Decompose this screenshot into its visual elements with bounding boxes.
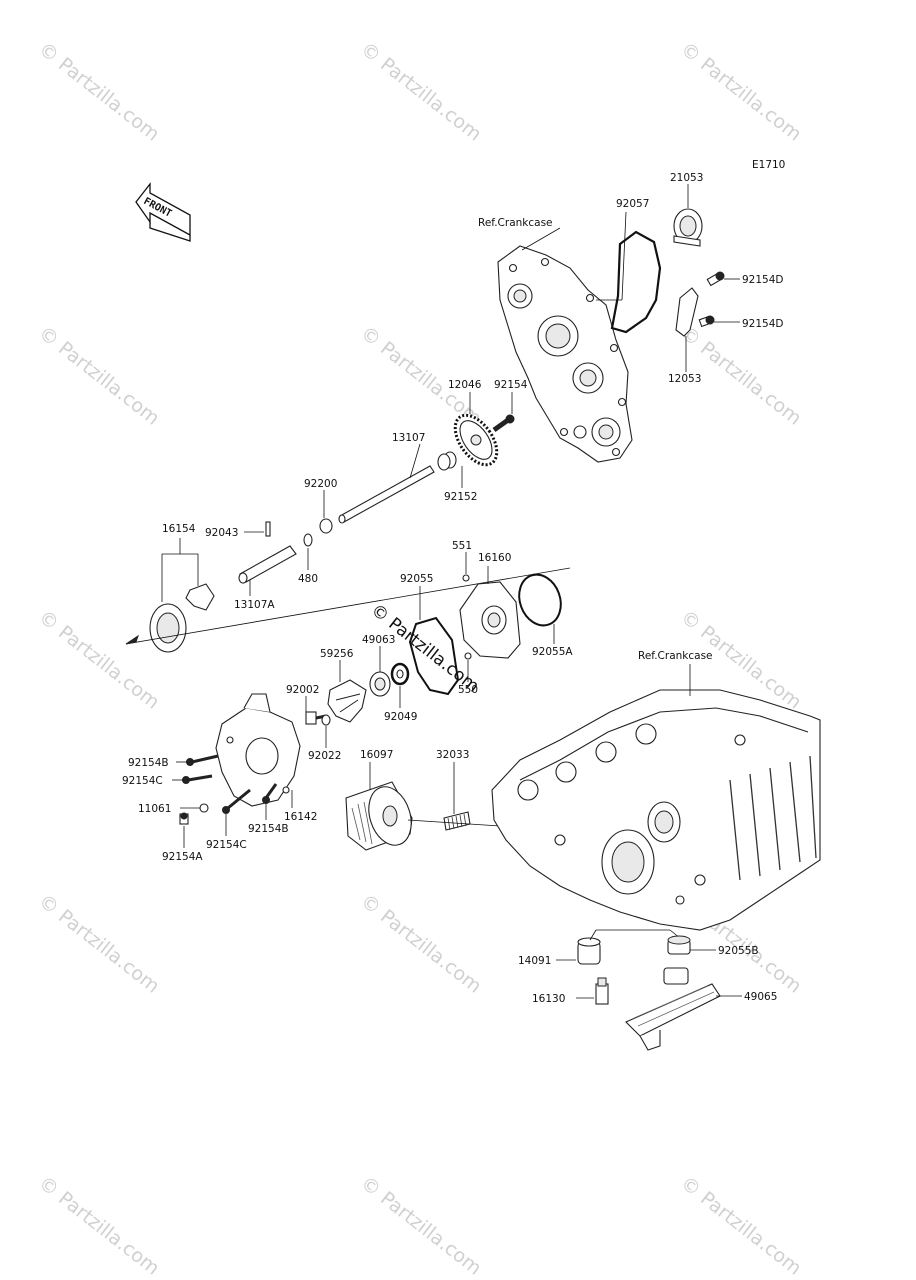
- parts-diagram: © Partzilla.com © Partzilla.com © Partzi…: [34, 38, 821, 1280]
- part-32033-label: 32033: [436, 749, 469, 761]
- ref-crankcase-bottom-label: Ref.Crankcase: [638, 650, 713, 662]
- part-92152-label: 92152: [444, 491, 477, 503]
- washer-92152: [437, 451, 457, 471]
- part-11061-label: 11061: [138, 803, 171, 815]
- oil-filter-16097: [345, 781, 413, 851]
- front-arrow-icon: FRONT: [135, 182, 191, 242]
- bolt-92154D-a: [706, 271, 725, 287]
- gasket-92055: [408, 616, 460, 696]
- pin-550: [464, 652, 472, 660]
- chain-guide: [610, 230, 662, 334]
- crankcase-lower: [491, 689, 821, 931]
- bolt-92154D-b: [698, 315, 715, 328]
- pump-cover-16142: [215, 693, 301, 807]
- strainer-49065: [625, 967, 721, 1051]
- part-92154D-b-label: 92154D: [742, 318, 784, 330]
- sprocket-12046: [453, 413, 499, 467]
- part-92057-label: 92057: [616, 198, 649, 210]
- washer-11061: [199, 803, 209, 813]
- guide-12053: [675, 287, 699, 337]
- part-92154C-b-label: 92154C: [206, 839, 247, 851]
- plug-14091: [577, 937, 601, 965]
- impeller-59256: [327, 679, 367, 723]
- pipe-32033: [443, 811, 471, 831]
- washer-92200: [319, 518, 333, 534]
- part-16130-label: 16130: [532, 993, 565, 1005]
- part-14091-label: 14091: [518, 955, 551, 967]
- shaft-13107A: [238, 545, 297, 584]
- part-59256-label: 59256: [320, 648, 354, 660]
- part-92055A-label: 92055A: [532, 646, 573, 658]
- part-92154B-a-label: 92154B: [128, 757, 169, 769]
- oil-seal-92049: [390, 662, 410, 686]
- part-92200-label: 92200: [304, 478, 337, 490]
- part-550-label: 550: [458, 684, 478, 696]
- bolt-92154B-b: [262, 783, 278, 804]
- pin-551: [462, 574, 470, 582]
- seal-49063: [369, 671, 391, 697]
- part-13107-label: 13107: [392, 432, 425, 444]
- seal-21053: [673, 208, 703, 247]
- part-16142-label: 16142: [284, 811, 317, 823]
- part-16097-label: 16097: [360, 749, 393, 761]
- part-92049-label: 92049: [384, 711, 417, 723]
- part-480-label: 480: [298, 573, 318, 585]
- part-13107A-label: 13107A: [234, 599, 275, 611]
- part-16154-label: 16154: [162, 523, 196, 535]
- circlip-480: [303, 533, 313, 547]
- part-12046-label: 12046: [448, 379, 482, 391]
- part-92043-label: 92043: [205, 527, 238, 539]
- part-16160-label: 16160: [478, 552, 511, 564]
- part-92055-label: 92055: [400, 573, 433, 585]
- diagram-code: E1710: [752, 159, 785, 171]
- pump-rotor-16154: [149, 583, 215, 653]
- o-ring-92055B: [667, 935, 691, 955]
- washer-92022: [321, 714, 331, 726]
- crankcase-cover: [497, 245, 633, 463]
- part-92154-label: 92154: [494, 379, 528, 391]
- bolt-92154C-a: [182, 774, 213, 784]
- pump-body-16160: [459, 581, 521, 659]
- bolt-92154B-a: [186, 754, 219, 766]
- part-12053-label: 12053: [668, 373, 701, 385]
- plug-92154A: [179, 812, 189, 825]
- part-92154D-a-label: 92154D: [742, 274, 784, 286]
- part-551-label: 551: [452, 540, 472, 552]
- bolt-92154: [492, 414, 515, 433]
- shaft-13107: [338, 465, 435, 524]
- diagram-canvas: E1710 FRONT Ref.Cran: [122, 159, 821, 1051]
- part-49063-label: 49063: [362, 634, 395, 646]
- pin-92043: [265, 521, 271, 537]
- part-21053-label: 21053: [670, 172, 703, 184]
- bolt-92154C-b: [222, 788, 251, 814]
- nozzle-16130: [595, 977, 609, 1005]
- part-92154B-b-label: 92154B: [248, 823, 289, 835]
- part-92022-label: 92022: [308, 750, 341, 762]
- part-92055B-label: 92055B: [718, 945, 759, 957]
- o-ring-92055A: [518, 573, 562, 627]
- part-92154A-label: 92154A: [162, 851, 203, 863]
- part-92154C-a-label: 92154C: [122, 775, 163, 787]
- part-49065-label: 49065: [744, 991, 777, 1003]
- ref-crankcase-top-label: Ref.Crankcase: [478, 217, 553, 229]
- part-92002-label: 92002: [286, 684, 319, 696]
